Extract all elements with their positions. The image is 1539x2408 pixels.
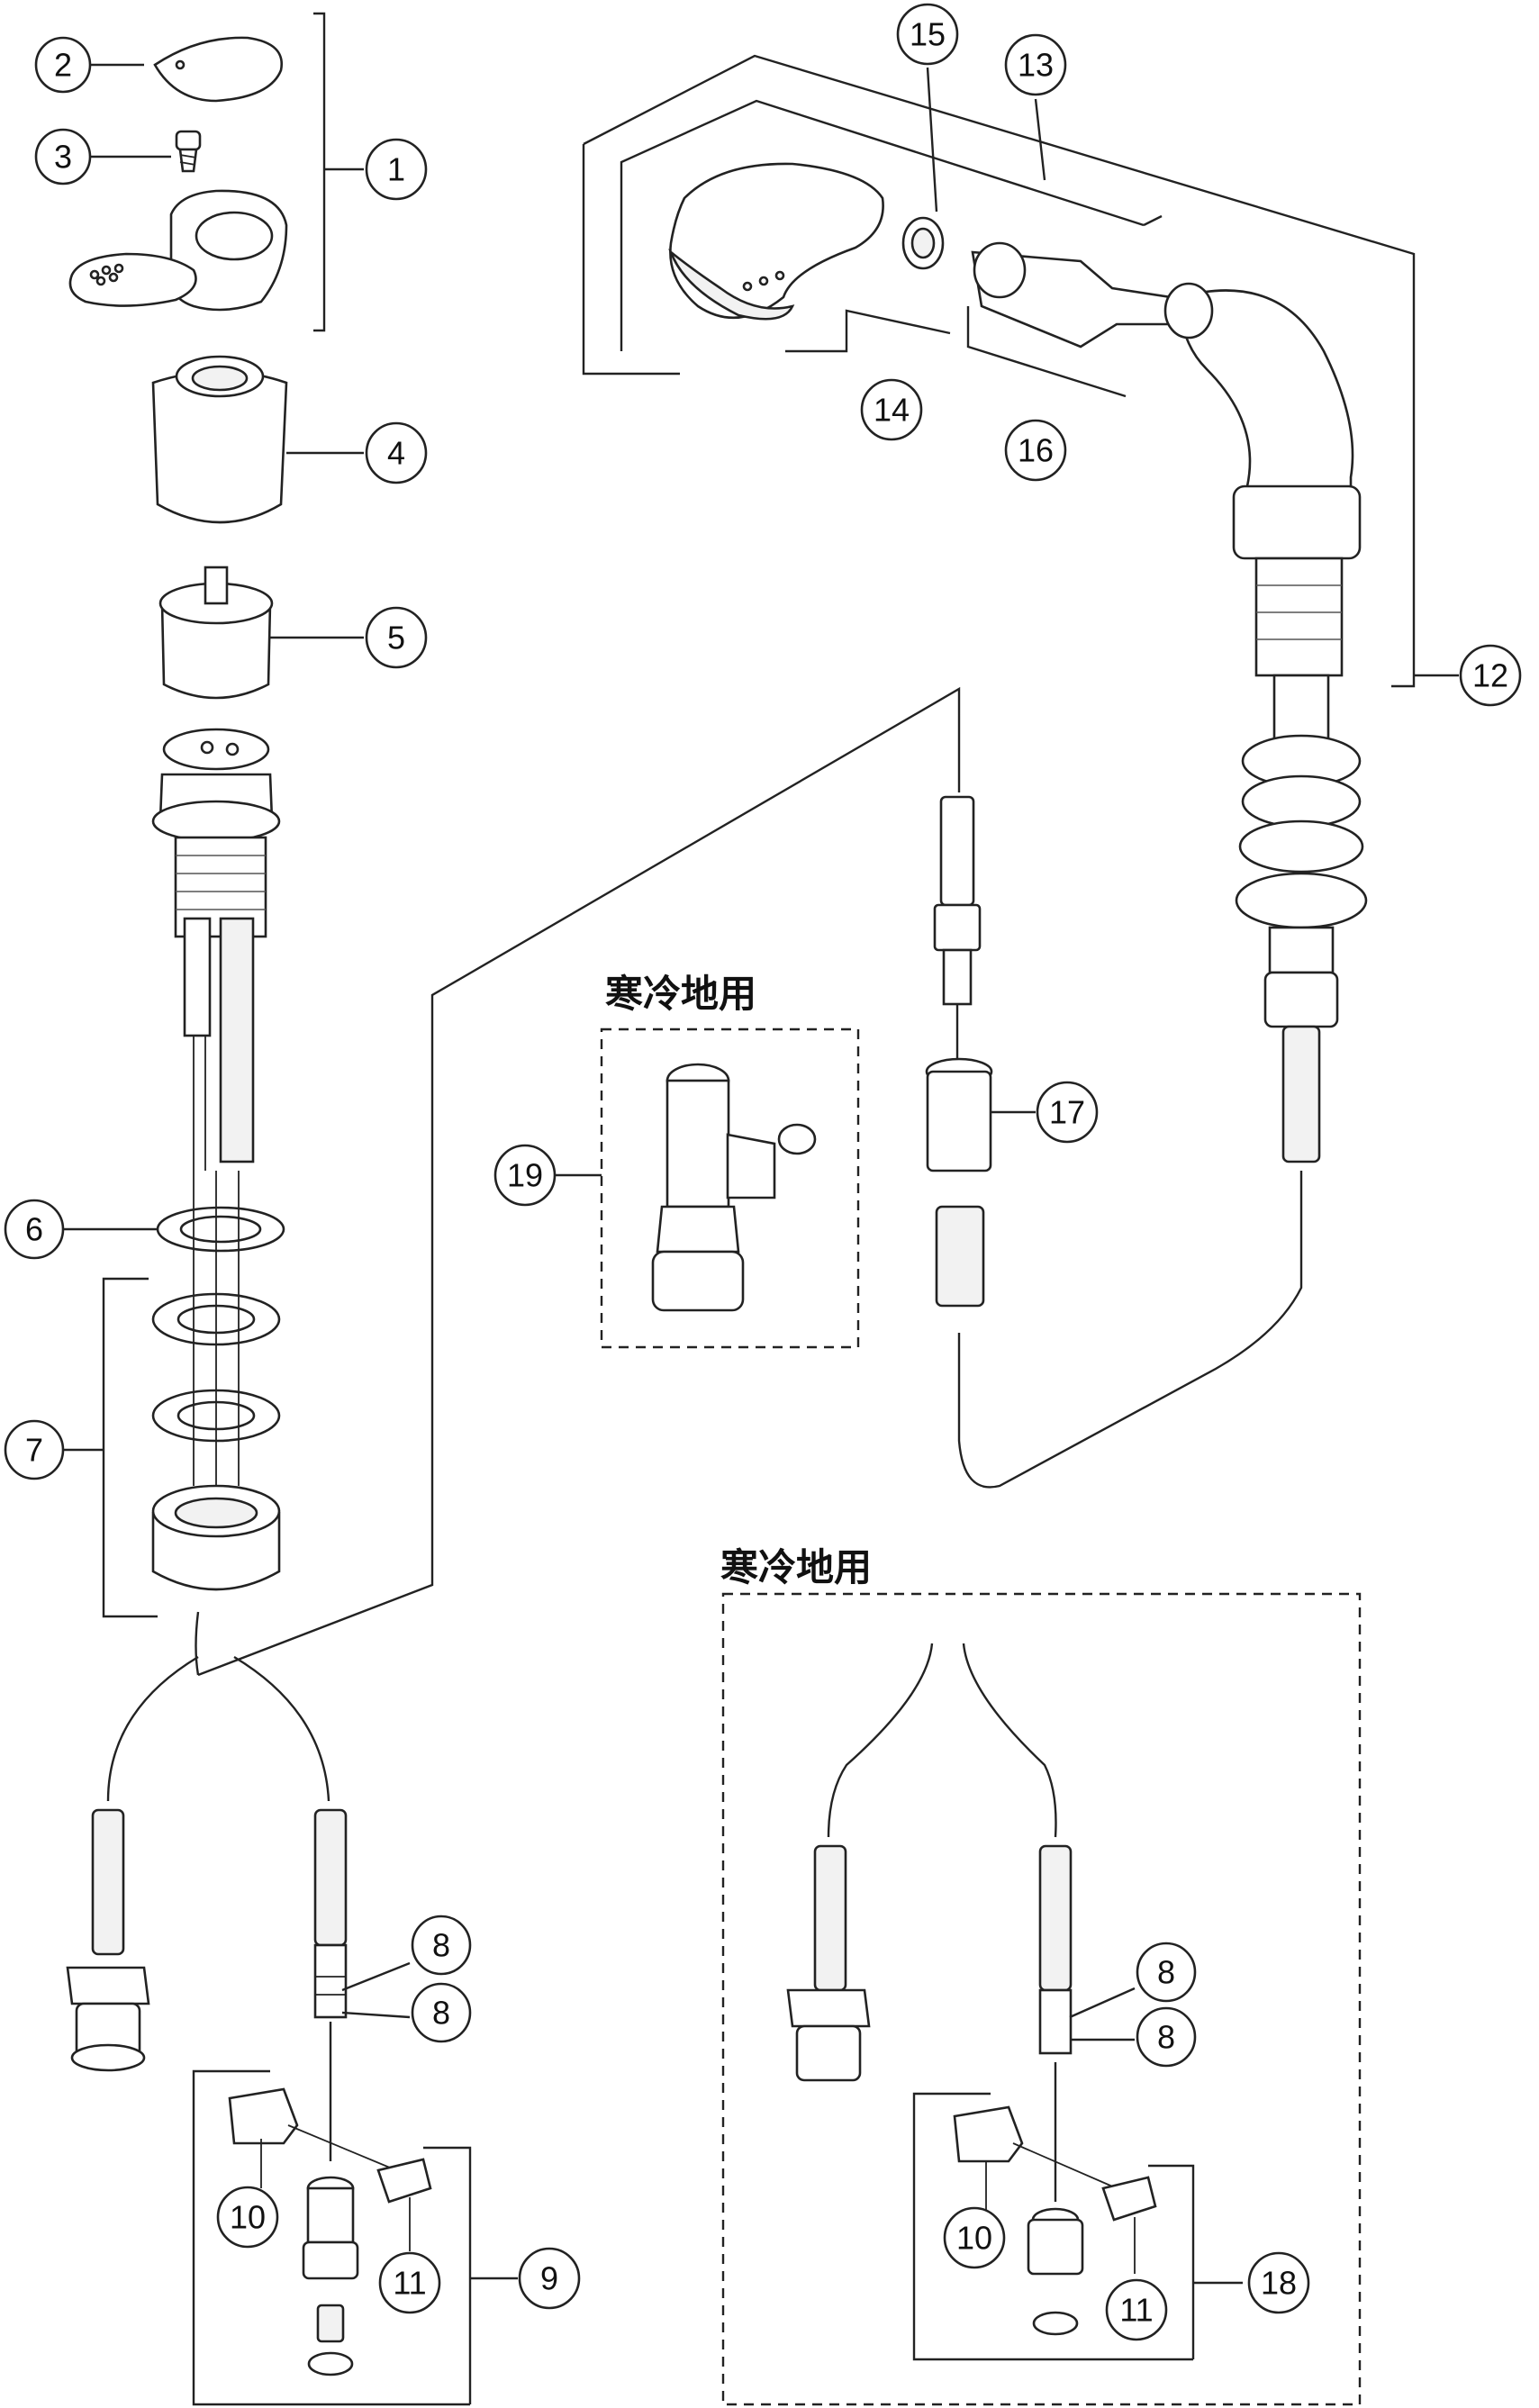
strainer-part xyxy=(901,216,945,270)
callout-10-a: 10 xyxy=(216,2186,279,2249)
svg-text:18: 18 xyxy=(1261,2265,1297,2302)
callout-1: 1 xyxy=(365,138,428,201)
shower-head-part xyxy=(668,162,884,321)
clamp-part-right xyxy=(1101,2176,1157,2274)
svg-text:5: 5 xyxy=(387,620,405,656)
callout-6: 6 xyxy=(4,1199,65,1260)
supply-hose-left xyxy=(66,1808,150,2072)
callout-10-b: 10 xyxy=(943,2206,1006,2269)
nut-cover-part xyxy=(151,355,288,524)
svg-text:14: 14 xyxy=(874,392,910,429)
svg-text:8: 8 xyxy=(432,1995,450,2032)
callout-19: 19 xyxy=(493,1144,557,1207)
cold-supply-hose-left xyxy=(786,1844,871,2082)
callout-8-a: 8 xyxy=(411,1915,472,1976)
callout-16: 16 xyxy=(1004,419,1067,482)
svg-text:19: 19 xyxy=(507,1157,543,1194)
svg-text:9: 9 xyxy=(540,2260,558,2297)
svg-text:8: 8 xyxy=(1157,1954,1175,1991)
callout-11-b: 11 xyxy=(1105,2278,1168,2341)
gasket-part xyxy=(156,1206,285,1253)
callout-11-a: 11 xyxy=(378,2251,441,2314)
callout-14: 14 xyxy=(860,378,923,441)
clip-part-left xyxy=(228,2087,299,2188)
callout-4: 4 xyxy=(365,421,428,484)
clamp-part-left xyxy=(376,2158,432,2251)
cold-region-valve-part xyxy=(651,1063,817,1312)
callout-7: 7 xyxy=(4,1419,65,1480)
svg-text:3: 3 xyxy=(54,139,72,176)
cap-part xyxy=(153,36,284,103)
adapter-part-right xyxy=(1027,2207,1084,2336)
svg-text:16: 16 xyxy=(1018,432,1054,469)
callout-12: 12 xyxy=(1459,644,1522,707)
svg-text:6: 6 xyxy=(25,1211,43,1248)
cold-region-label-top: 寒冷地用 xyxy=(605,972,756,1016)
supply-hose-right xyxy=(313,1808,348,2019)
svg-text:4: 4 xyxy=(387,435,405,472)
cartridge-part xyxy=(158,566,274,700)
svg-text:7: 7 xyxy=(25,1432,43,1469)
svg-text:1: 1 xyxy=(387,151,405,188)
callout-8-b: 8 xyxy=(411,1982,472,2043)
svg-text:12: 12 xyxy=(1472,657,1508,694)
callout-13: 13 xyxy=(1004,33,1067,96)
svg-text:2: 2 xyxy=(54,47,72,84)
svg-text:8: 8 xyxy=(1157,2019,1175,2056)
cold-supply-hose-right xyxy=(1038,1844,1073,2055)
callout-17: 17 xyxy=(1036,1081,1099,1144)
svg-text:10: 10 xyxy=(230,2199,266,2236)
callout-15: 15 xyxy=(896,3,959,66)
svg-text:11: 11 xyxy=(393,2265,426,2302)
svg-text:13: 13 xyxy=(1018,47,1054,84)
screw-part xyxy=(175,130,202,173)
clip-part-right xyxy=(953,2105,1024,2211)
callout-8-c: 8 xyxy=(1136,1942,1197,2003)
faucet-body-part xyxy=(151,728,281,1171)
callout-2: 2 xyxy=(34,36,92,94)
callout-5: 5 xyxy=(365,606,428,669)
cold-region-label-bottom: 寒冷地用 xyxy=(720,1545,872,1589)
svg-text:8: 8 xyxy=(432,1927,450,1964)
svg-text:10: 10 xyxy=(956,2220,992,2257)
svg-text:11: 11 xyxy=(1119,2292,1153,2329)
callout-3: 3 xyxy=(34,128,92,186)
svg-text:15: 15 xyxy=(910,16,946,53)
callout-8-d: 8 xyxy=(1136,2006,1197,2068)
adapter-part-left xyxy=(302,2176,359,2376)
spout-part xyxy=(971,241,1368,1163)
callout-18: 18 xyxy=(1247,2251,1310,2314)
hose-joint-part xyxy=(925,795,1036,1308)
svg-text:17: 17 xyxy=(1049,1094,1085,1131)
callout-9: 9 xyxy=(518,2247,581,2310)
lever-handle-part xyxy=(68,189,288,312)
